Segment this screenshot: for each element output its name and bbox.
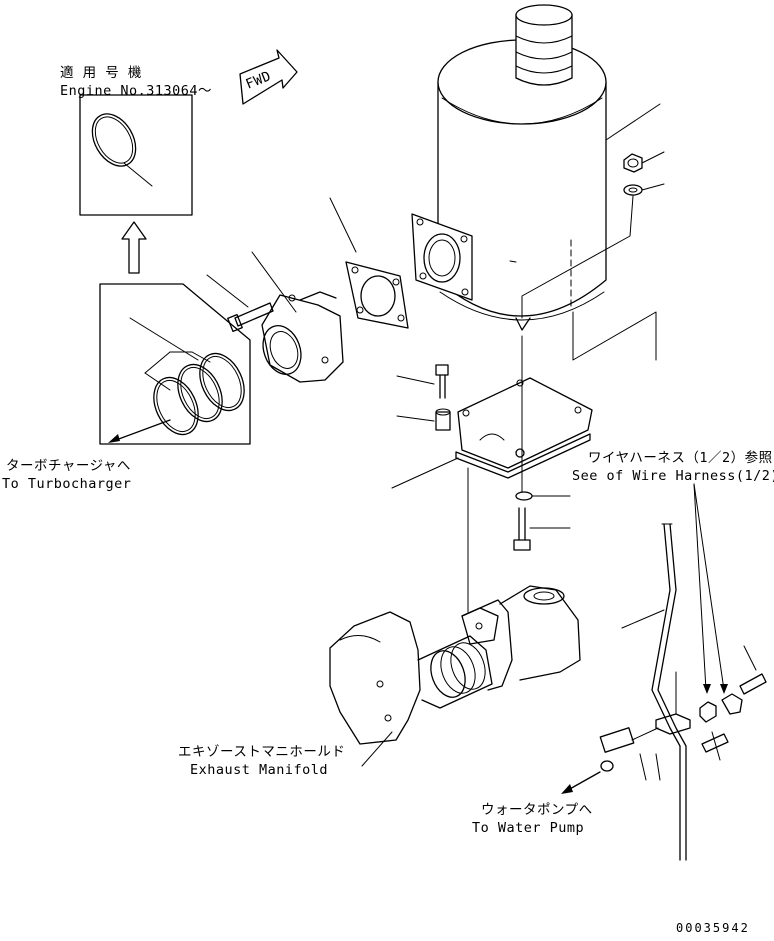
pump-label-jp: ウォータポンプへ xyxy=(481,802,593,818)
turbo-label-en: To Turbocharger xyxy=(2,476,131,492)
fwd-label: FWD xyxy=(244,68,274,93)
bolt-right-upper xyxy=(739,645,767,695)
elbow-connector xyxy=(251,251,344,383)
nut xyxy=(623,151,665,173)
harness-label-en: See of Wire Harness(1/2) xyxy=(572,468,774,484)
nut-lower xyxy=(600,760,614,772)
turbo-arrow-icon xyxy=(108,419,171,443)
bracket-plate xyxy=(391,377,593,489)
gasket xyxy=(329,197,409,329)
fwd-arrow-icon: FWD xyxy=(239,49,298,105)
harness-clip xyxy=(699,693,743,723)
washer xyxy=(623,183,665,196)
manifold-label-jp: エキゾーストマニホールド xyxy=(178,744,345,760)
up-arrow-icon xyxy=(121,221,147,274)
harness-label-jp: ワイヤハーネス（1／2）参照 xyxy=(588,449,773,466)
drawing-number: 00035942 xyxy=(676,921,750,935)
pump-arrow-icon xyxy=(561,771,601,794)
washer-lower xyxy=(515,491,571,501)
clamp xyxy=(599,671,691,781)
water-pipe xyxy=(621,523,687,861)
muffler xyxy=(411,4,661,331)
detail-inset xyxy=(79,94,193,216)
bolt-lower xyxy=(513,507,571,551)
engine-no-label: Engine No.313064～ xyxy=(60,83,212,99)
pump-label-en: To Water Pump xyxy=(472,820,584,836)
bolt-upper xyxy=(396,364,449,399)
turbo-label-jp: ターボチャージャへ xyxy=(6,458,131,474)
seal-ring-group xyxy=(99,283,251,445)
spacer xyxy=(396,408,451,431)
bolt-left xyxy=(206,274,274,333)
bolt-right-lower xyxy=(701,731,729,761)
manifold-label-en: Exhaust Manifold xyxy=(190,762,328,778)
exhaust-manifold xyxy=(329,585,581,767)
applicable-label-jp: 適 用 号 機 xyxy=(60,64,142,81)
